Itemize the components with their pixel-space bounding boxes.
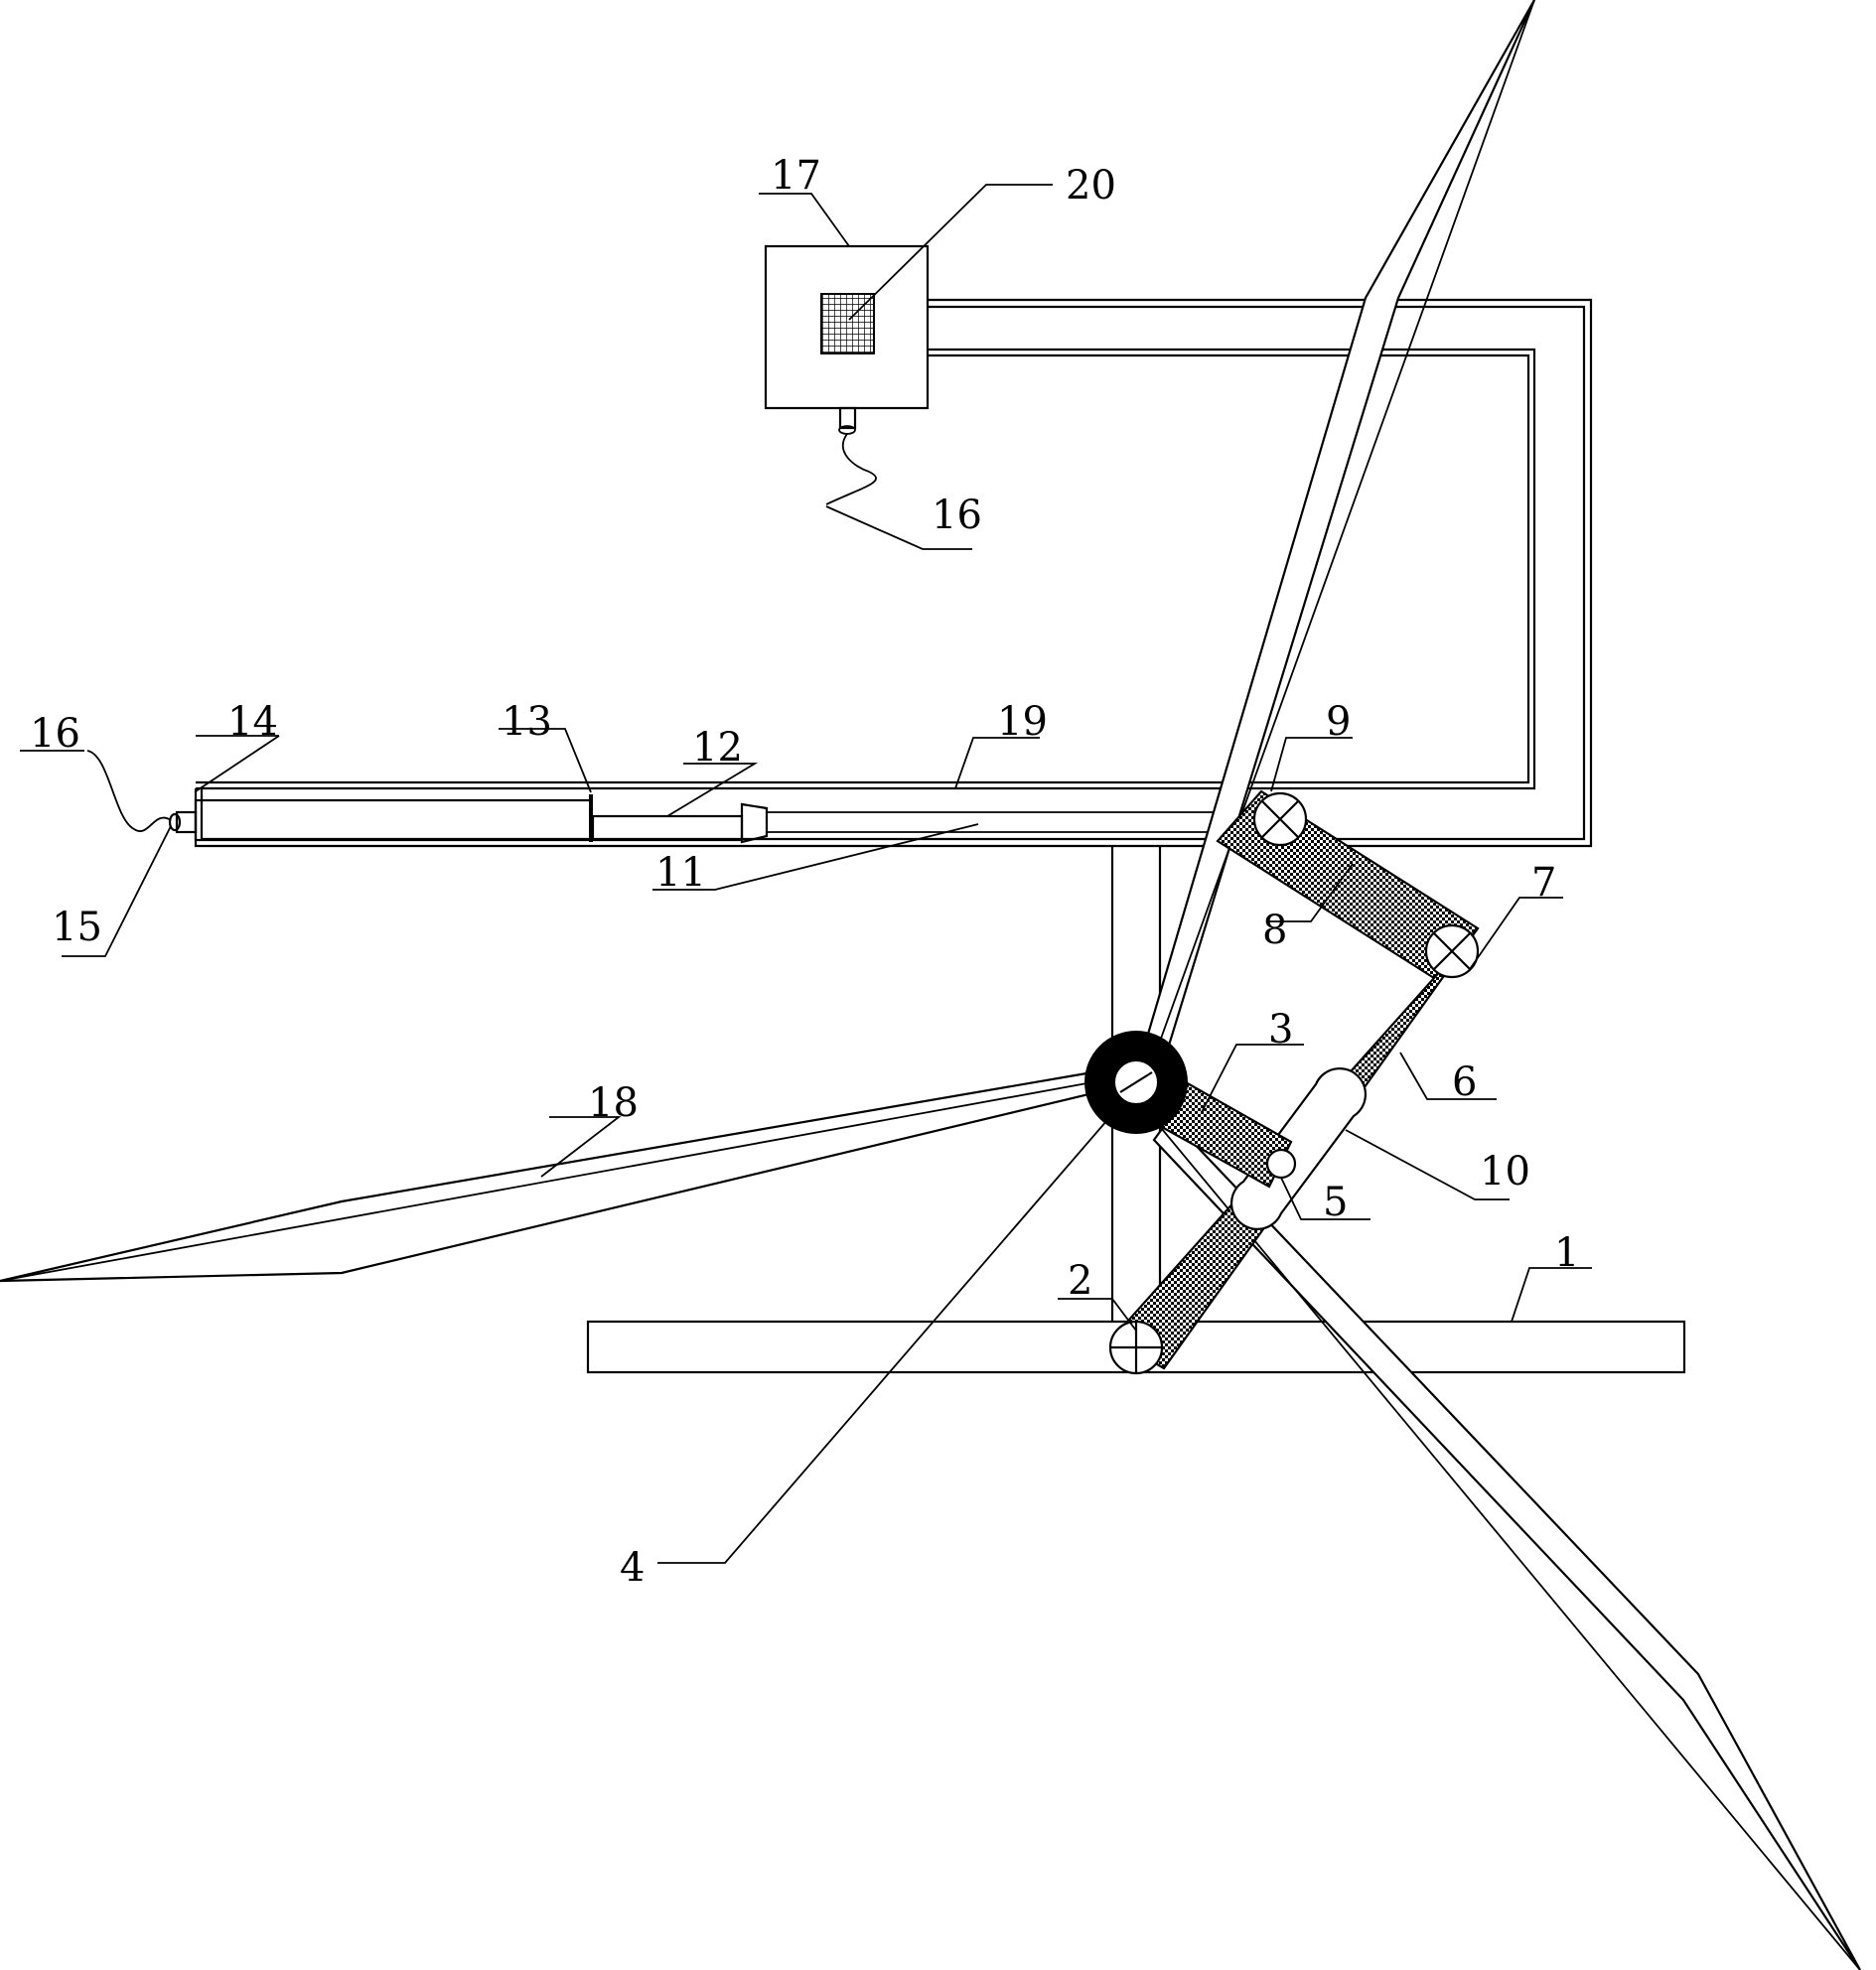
hub [1084, 1031, 1188, 1134]
label-6: 6 [1452, 1059, 1477, 1105]
blade-bottom [1152, 1116, 1861, 1970]
label-17: 17 [771, 153, 821, 199]
label-15: 15 [52, 905, 102, 950]
label-10: 10 [1480, 1149, 1530, 1195]
label-2: 2 [1068, 1258, 1092, 1304]
label-13: 13 [502, 699, 552, 745]
piston-rod [591, 802, 769, 844]
box-outlet [838, 406, 857, 430]
outlet-nozzle [175, 810, 198, 834]
hose-top [825, 433, 877, 505]
label-11: 11 [655, 850, 706, 896]
label-9: 9 [1326, 699, 1351, 745]
blade-left [0, 1070, 1099, 1283]
hose-left [86, 750, 172, 832]
label-18: 18 [588, 1080, 639, 1126]
pin-7 [1424, 923, 1480, 979]
pin-5 [1265, 1148, 1297, 1180]
label-19: 19 [997, 699, 1048, 745]
label-8: 8 [1262, 908, 1287, 953]
label-3: 3 [1268, 1007, 1293, 1053]
label-5: 5 [1323, 1180, 1348, 1225]
leader-lines [20, 184, 1592, 1564]
label-16-left: 16 [30, 711, 80, 757]
label-14: 14 [227, 699, 278, 745]
label-12: 12 [692, 725, 743, 771]
label-1: 1 [1554, 1230, 1579, 1276]
label-20: 20 [1066, 163, 1116, 209]
cylinder-body [194, 798, 593, 842]
label-7: 7 [1531, 860, 1556, 906]
label-4: 4 [620, 1545, 645, 1591]
pin-9 [1252, 791, 1308, 847]
slot [1229, 1067, 1368, 1230]
connecting-rod [767, 811, 1256, 833]
label-16-top: 16 [932, 492, 982, 538]
